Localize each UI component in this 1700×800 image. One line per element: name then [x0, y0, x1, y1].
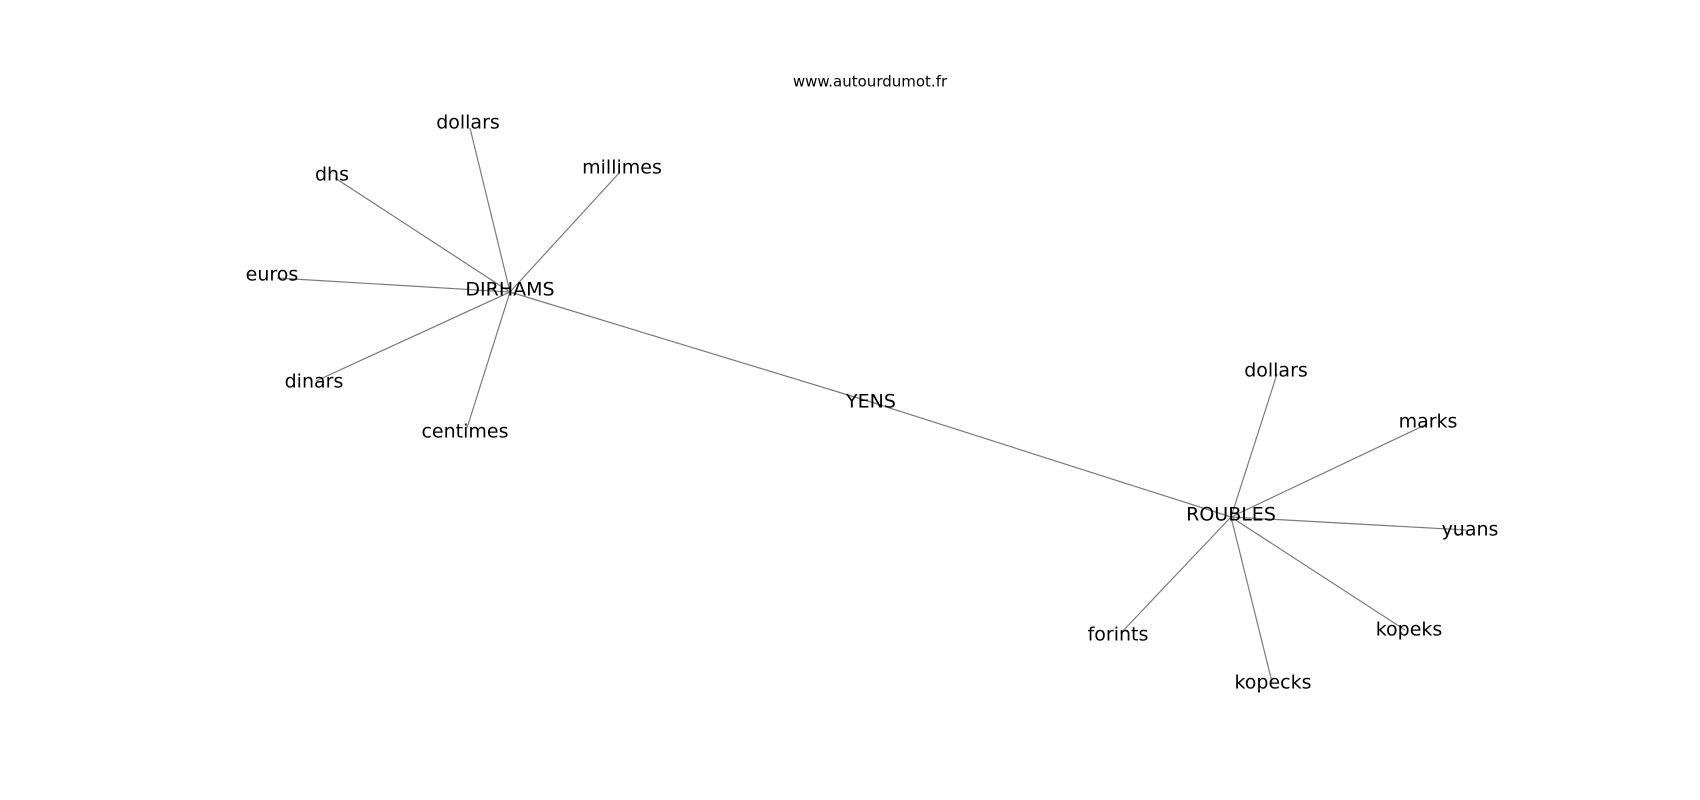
- node-euros[interactable]: euros: [246, 264, 299, 286]
- edge-roubles-kopeks: [1230, 516, 1406, 631]
- edge-roubles-kopecks: [1230, 516, 1273, 683]
- node-yens[interactable]: YENS: [845, 391, 896, 413]
- edge-roubles-marks: [1230, 424, 1426, 518]
- node-dhs[interactable]: dhs: [315, 164, 349, 186]
- node-dollars_d[interactable]: dollars: [436, 112, 500, 134]
- node-kopecks[interactable]: kopecks: [1234, 672, 1311, 694]
- edge-dirhams-centimes: [466, 291, 511, 429]
- edge-roubles-forints: [1120, 516, 1232, 634]
- site-label: www.autourdumot.fr: [793, 73, 948, 91]
- node-millimes[interactable]: millimes: [582, 157, 662, 179]
- edge-dirhams-dollars_d: [469, 127, 511, 293]
- edge-yens-dirhams: [509, 291, 872, 403]
- node-kopeks[interactable]: kopeks: [1376, 619, 1443, 641]
- edge-roubles-dollars_r: [1230, 373, 1278, 518]
- edge-dirhams-dhs: [334, 177, 511, 293]
- node-marks[interactable]: marks: [1399, 411, 1458, 433]
- graph-nodes: YENS DIRHAMS ROUBLES dollars dhs millimes euro…: [246, 112, 1499, 694]
- edge-dirhams-dinars: [315, 291, 511, 382]
- graph-edges: [276, 127, 1467, 683]
- node-dirhams[interactable]: DIRHAMS: [465, 279, 554, 301]
- edge-dirhams-euros: [276, 277, 511, 293]
- node-centimes[interactable]: centimes: [421, 421, 508, 443]
- node-dollars_r[interactable]: dollars: [1244, 360, 1308, 382]
- node-yuans[interactable]: yuans: [1442, 519, 1499, 541]
- edge-roubles-yuans: [1230, 516, 1467, 531]
- node-roubles[interactable]: ROUBLES: [1186, 504, 1276, 526]
- node-forints[interactable]: forints: [1088, 624, 1149, 646]
- edge-yens-roubles: [870, 401, 1232, 518]
- node-dinars[interactable]: dinars: [285, 371, 344, 393]
- edge-dirhams-millimes: [509, 171, 621, 293]
